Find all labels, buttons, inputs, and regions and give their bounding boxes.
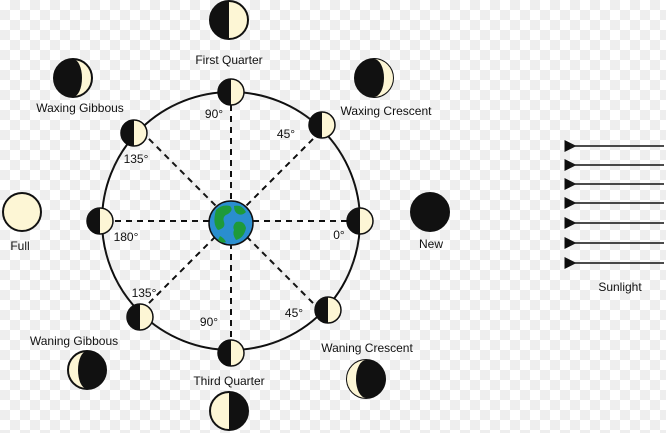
orbit-moon-45-top xyxy=(308,111,336,139)
label-first-quarter: First Quarter xyxy=(195,53,262,67)
moon-third-quarter-icon xyxy=(209,391,249,431)
label-new: New xyxy=(419,237,443,251)
moon-first-quarter-icon xyxy=(209,0,249,40)
moon-full-icon xyxy=(2,192,42,232)
label-full: Full xyxy=(10,239,29,253)
angle-135-bottom: 135° xyxy=(132,286,157,300)
sunlight-arrows xyxy=(564,140,664,269)
moon-waning-crescent-icon xyxy=(346,359,386,399)
label-waxing-crescent: Waxing Crescent xyxy=(341,104,433,118)
orbit-moon-0 xyxy=(346,207,374,235)
moon-waning-gibbous-icon xyxy=(67,350,107,390)
orbit-moon-135-bottom xyxy=(126,303,154,331)
orbit-moon-180 xyxy=(86,207,114,235)
angle-0: 0° xyxy=(333,228,345,242)
moon-waxing-crescent-icon xyxy=(354,58,394,98)
angle-45-bottom: 45° xyxy=(285,306,303,320)
moon-new-icon xyxy=(410,192,450,232)
orbit-moon-45-bottom xyxy=(314,296,342,324)
label-waning-crescent: Waning Crescent xyxy=(321,341,413,355)
angle-135-top: 135° xyxy=(124,152,149,166)
angle-90-bottom: 90° xyxy=(200,315,218,329)
angle-90-top: 90° xyxy=(205,107,223,121)
angle-180: 180° xyxy=(114,230,139,244)
earth-icon xyxy=(208,200,254,246)
angle-45-top: 45° xyxy=(277,127,295,141)
label-third-quarter: Third Quarter xyxy=(193,374,264,388)
moon-waxing-gibbous-icon xyxy=(53,58,93,98)
label-waxing-gibbous: Waxing Gibbous xyxy=(36,101,124,115)
label-sunlight: Sunlight xyxy=(598,280,642,294)
orbit-moon-135-top xyxy=(120,119,148,147)
orbit-moon-90-top xyxy=(217,78,245,106)
label-waning-gibbous: Waning Gibbous xyxy=(30,334,118,348)
orbit-moon-90-bottom xyxy=(217,339,245,367)
